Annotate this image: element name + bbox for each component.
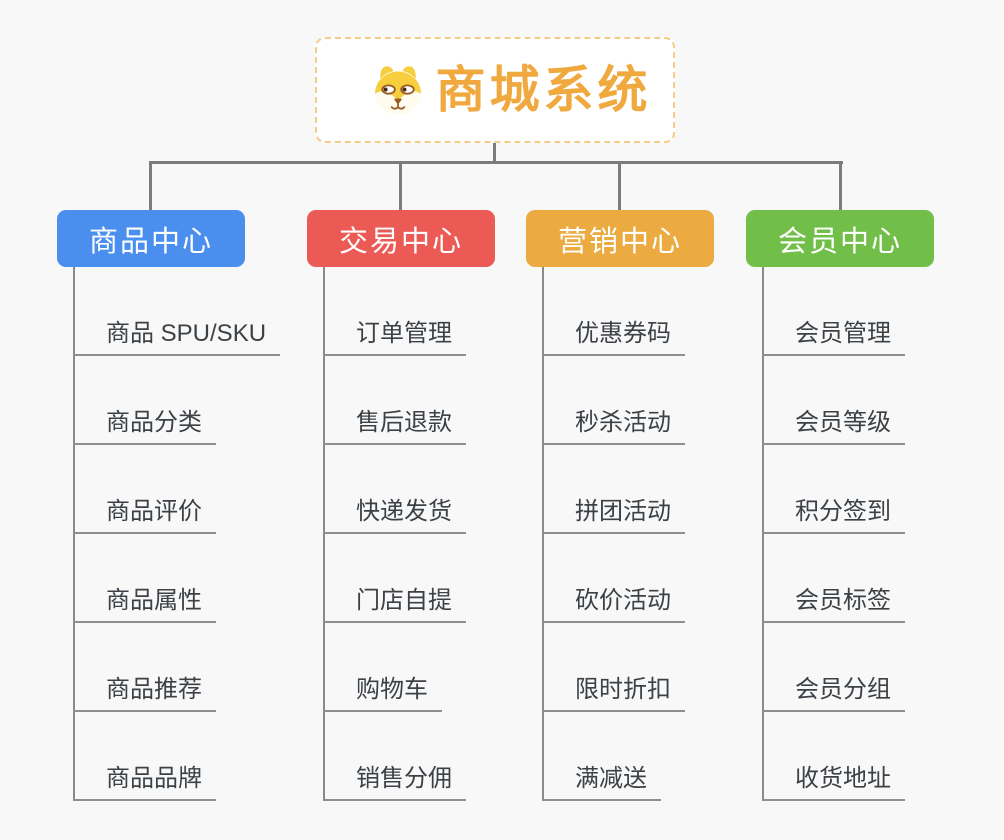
leaf-item[interactable]: 销售分佣 [323,764,466,801]
leaf-item[interactable]: 会员分组 [762,675,905,712]
root-node[interactable]: 商城系统 [315,37,675,143]
leaf-item[interactable]: 收货地址 [762,764,905,801]
leaf-item[interactable]: 限时折扣 [542,675,685,712]
leaf-item[interactable]: 秒杀活动 [542,408,685,445]
branch-column-member: 会员中心 会员管理 会员等级 积分签到 会员标签 会员分组 收货地址 [746,210,1004,810]
branch-label-marketing: 营销中心 [557,225,682,258]
connector-branch-line-marketing [542,267,544,801]
branch-column-goods: 商品中心 商品 SPU/SKU 商品分类 商品评价 商品属性 商品推荐 商品品牌 [57,210,317,810]
leaf-item[interactable]: 商品 SPU/SKU [73,319,281,356]
branch-node-goods[interactable]: 商品中心 [57,210,245,267]
leaf-item[interactable]: 积分签到 [762,497,905,534]
connector-root-stem [493,141,496,163]
connector-horizontal-bar [149,161,843,164]
branch-node-member[interactable]: 会员中心 [746,210,934,267]
connector-drop-trade [399,161,402,212]
leaf-item[interactable]: 满减送 [542,764,661,801]
connector-drop-member [839,161,842,212]
connector-branch-line-goods [73,267,75,801]
leaf-item[interactable]: 拼团活动 [542,497,685,534]
branch-node-trade[interactable]: 交易中心 [307,210,495,267]
branch-column-trade: 交易中心 订单管理 售后退款 快递发货 门店自提 购物车 销售分佣 [307,210,567,810]
leaf-item[interactable]: 砍价活动 [542,586,685,623]
connector-branch-line-trade [323,267,325,801]
leaf-item[interactable]: 商品分类 [73,408,216,445]
branch-column-marketing: 营销中心 优惠券码 秒杀活动 拼团活动 砍价活动 限时折扣 满减送 [526,210,786,810]
branch-label-member: 会员中心 [777,225,902,258]
leaf-item[interactable]: 会员等级 [762,408,905,445]
leaf-item[interactable]: 门店自提 [323,586,466,623]
leaf-item[interactable]: 快递发货 [323,497,466,534]
root-title: 商城系统 [435,62,652,118]
leaf-item[interactable]: 会员管理 [762,319,905,356]
leaf-item[interactable]: 购物车 [323,675,442,712]
branch-label-goods: 商品中心 [88,225,213,258]
leaf-item[interactable]: 订单管理 [323,319,466,356]
connector-branch-line-member [762,267,764,801]
branch-label-trade: 交易中心 [338,225,463,258]
dog-face-icon [374,66,421,115]
leaf-item[interactable]: 商品属性 [73,586,216,623]
leaf-item[interactable]: 会员标签 [762,586,905,623]
leaf-item[interactable]: 商品品牌 [73,764,216,801]
leaf-item[interactable]: 商品推荐 [73,675,216,712]
connector-drop-marketing [618,161,621,212]
branch-node-marketing[interactable]: 营销中心 [526,210,714,267]
connector-drop-goods [149,161,152,212]
leaf-item[interactable]: 售后退款 [323,408,466,445]
leaf-item[interactable]: 商品评价 [73,497,216,534]
leaf-item[interactable]: 优惠券码 [542,319,685,356]
